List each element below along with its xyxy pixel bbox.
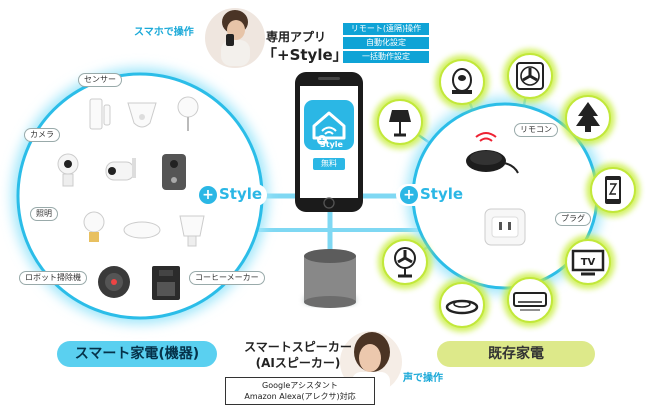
label-plug: プラグ (555, 212, 591, 226)
speaker-title-line2: (AIスピーカー) (255, 356, 341, 370)
feature-automation: 自動化設定 (343, 37, 429, 49)
smartphone-operation-label: スマホで操作 (134, 27, 194, 38)
humidifier-satellite (435, 55, 489, 109)
smart-bulb-icon (83, 211, 105, 242)
right-style-badge: + Style (396, 184, 468, 206)
smart-plug-icon (484, 208, 526, 246)
christmas-tree-icon (576, 102, 600, 132)
coffee-maker-icon (152, 266, 180, 300)
electric-fan-satellite (378, 235, 432, 289)
electric-fan-icon (394, 247, 416, 278)
label-coffee: コーヒーメーカー (189, 271, 265, 285)
ceiling-light-device-device (120, 210, 164, 254)
motion-sensor-device (120, 93, 164, 137)
label-remote: リモコン (514, 123, 558, 137)
ir-remote-hub-icon (466, 132, 519, 174)
plug-device (480, 205, 530, 249)
appliance-satellites: TV (373, 49, 640, 332)
outdoor-camera-icon (105, 158, 136, 181)
svg-text:+: + (319, 136, 326, 145)
smart-speaker (304, 249, 356, 308)
water-sensor-icon (177, 96, 199, 131)
house-wifi-icon: + (312, 111, 346, 145)
free-badge: 無料 (313, 158, 345, 170)
motion-sensor-icon (127, 102, 157, 128)
ceiling-light-satellite (435, 278, 489, 332)
humidifier-icon (452, 68, 472, 94)
person-phone-photo (205, 8, 265, 68)
label-camera: カメラ (24, 128, 60, 142)
ceiling-light-icon (445, 299, 479, 315)
air-conditioner-icon (513, 292, 547, 311)
existing-appliance-title: 既存家電 (437, 341, 595, 367)
lamp-device-device (170, 208, 214, 252)
door-sensor-icon (89, 98, 111, 130)
smartphone (295, 72, 363, 212)
door-sensor-device (76, 93, 120, 137)
app-icon: + (304, 100, 354, 150)
left-style-badge: + Style (195, 184, 267, 206)
voice-operation-label: 声で操作 (403, 373, 443, 384)
lamp-device-icon (179, 215, 205, 247)
water-sensor-device (166, 93, 210, 137)
assistant-alexa: Amazon Alexa(アレクサ)対応 (244, 392, 356, 401)
right-style-text: Style (420, 185, 464, 203)
app-title-line2: 「+Style」 (262, 46, 348, 64)
label-robot: ロボット掃除機 (19, 271, 87, 285)
floor-lamp-icon (389, 110, 411, 137)
plus-icon: + (199, 186, 217, 204)
outdoor-camera-device (100, 150, 144, 194)
coffee-maker-device (144, 262, 188, 306)
ceiling-light-device-icon (123, 221, 161, 239)
app-icon-brand: Style (320, 140, 343, 149)
speaker-title-line1: スマートスピーカー (244, 340, 352, 354)
circulator-fan-icon (516, 62, 544, 90)
label-lighting: 照明 (30, 207, 58, 221)
smart-bulb-device (72, 208, 116, 252)
indoor-camera-icon (57, 153, 79, 187)
floor-lamp-satellite (373, 95, 427, 149)
tv-text: TV (581, 257, 596, 268)
doorbell-camera-device (152, 150, 196, 194)
remote-hub-device (456, 127, 520, 177)
plus-icon: + (400, 186, 418, 204)
television-satellite: TV (561, 235, 615, 289)
label-sensor: センサー (78, 73, 122, 87)
app-title-line1: 専用アプリ (266, 30, 327, 44)
air-conditioner-satellite (503, 273, 557, 327)
robot-vacuum-device (92, 262, 136, 306)
smartphone-icon (605, 176, 621, 204)
smart-appliance-title: スマート家電(機器) (57, 341, 217, 367)
christmas-tree-satellite (561, 91, 615, 145)
left-style-text: Style (219, 185, 263, 203)
doorbell-camera-icon (162, 154, 186, 190)
circulator-fan-satellite (503, 49, 557, 103)
indoor-camera-device (46, 150, 90, 194)
feature-batch: 一括動作設定 (343, 51, 429, 63)
feature-remote: リモート(遠隔)操作 (343, 23, 429, 35)
assistant-support-box: Googleアシスタント Amazon Alexa(アレクサ)対応 (225, 377, 375, 405)
assistant-google: Googleアシスタント (262, 381, 338, 390)
smartphone-satellite (586, 163, 640, 217)
left-hub (12, 68, 268, 324)
television-icon: TV (571, 249, 605, 276)
robot-vacuum-icon (98, 266, 130, 298)
